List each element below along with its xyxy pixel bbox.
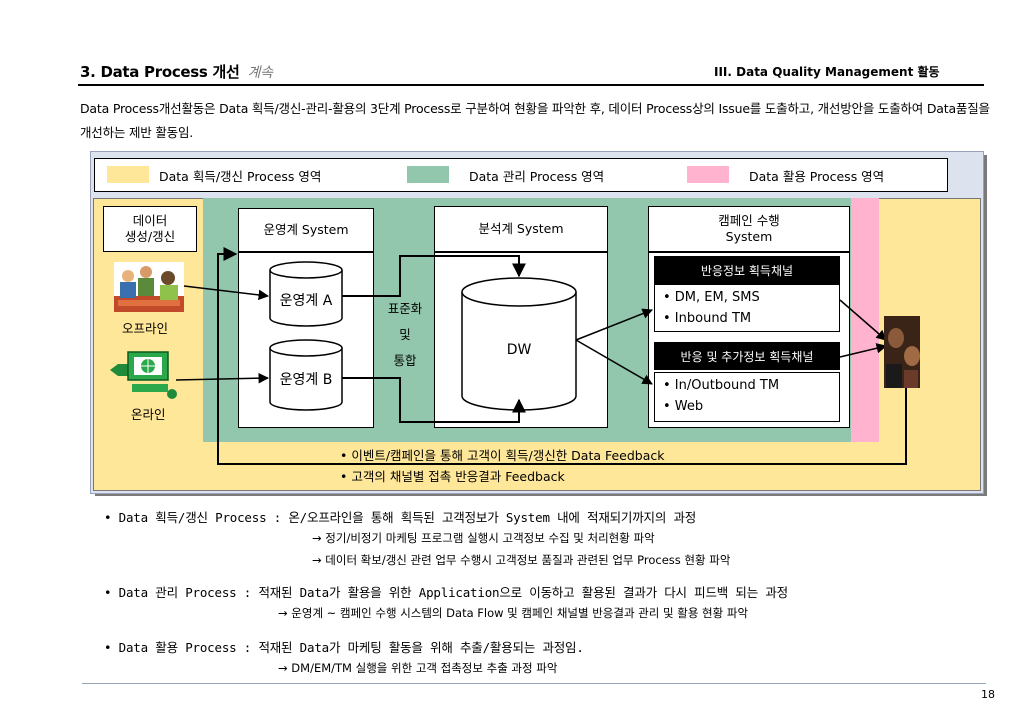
- offline-people-icon: [114, 262, 184, 312]
- feedback-loop-arrow: [217, 247, 907, 465]
- channel1-list: • DM, EM, SMS • Inbound TM: [654, 284, 840, 332]
- channel2-to-customer-arrow: [839, 343, 888, 358]
- customer-photo: [884, 316, 920, 388]
- legend-swatch-manage: [407, 166, 449, 183]
- analysis-system-header: 분석계 System: [434, 206, 608, 252]
- channel2-title: 반응 및 추가정보 획득채널: [654, 342, 840, 370]
- legend-swatch-acquire: [107, 166, 149, 183]
- legend-swatch-use: [687, 166, 729, 183]
- offline-to-ops-arrow: [183, 285, 270, 301]
- online-computer-icon: [110, 351, 177, 399]
- online-to-ops-arrow: [175, 372, 270, 384]
- dw-to-channel2-arrow: [575, 339, 653, 385]
- dw-to-channel1-arrow: [575, 308, 653, 341]
- bullet-use: • Data 활용 Process : 적재된 Data가 마케팅 활동을 위해…: [104, 640, 584, 655]
- legend-label-use: Data 활용 Process 영역: [749, 169, 885, 184]
- dw-label: DW: [507, 342, 532, 358]
- ops-b-cylinder: [269, 339, 343, 411]
- bullet-use-sub: → DM/EM/TM 실행을 위한 고객 접촉정보 추출 과정 파악: [278, 661, 558, 675]
- ops-b-label: 운영계 B: [280, 372, 333, 388]
- channel2-item: • In/Outbound TM: [663, 378, 780, 393]
- feedback1-label: • 이벤트/캠페인을 통해 고객이 획득/갱신한 Data Feedback: [340, 448, 665, 463]
- bullet-acquire-sub: → 데이터 확보/갱신 관련 업무 수행시 고객정보 품질과 관련된 업무 Pr…: [312, 553, 731, 567]
- channel2-list: • In/Outbound TM • Web: [654, 372, 840, 422]
- source-header: 데이터 생성/갱신: [103, 206, 197, 252]
- intro-paragraph: Data Process개선활동은 Data 획득/갱신-관리-활용의 3단계 …: [80, 101, 990, 140]
- bullet-acquire-sub: → 정기/비정기 마케팅 프로그램 실행시 고객정보 수집 및 처리현황 파악: [312, 531, 655, 545]
- channel1-item: • DM, EM, SMS: [663, 290, 760, 305]
- bullet-manage-sub: → 운영계 ~ 캠페인 수행 시스템의 Data Flow 및 캠페인 채널별 …: [278, 606, 749, 620]
- legend-label-manage: Data 관리 Process 영역: [469, 169, 605, 184]
- online-label: 온라인: [131, 407, 166, 422]
- transform-label: 표준화 및 통합: [387, 301, 423, 368]
- feedback2-label: • 고객의 채널별 접촉 반응결과 Feedback: [340, 469, 565, 484]
- dw-cylinder: [461, 277, 577, 411]
- ops-a-cylinder: [269, 261, 343, 327]
- channel2-item: • Web: [663, 399, 704, 414]
- ops-b-to-dw-arrow: [342, 377, 526, 423]
- legend: Data 획득/갱신 Process 영역 Data 관리 Process 영역…: [94, 158, 948, 192]
- ops-a-to-dw-arrow: [342, 255, 526, 297]
- bullet-manage: • Data 관리 Process : 적재된 Data가 활용을 위한 App…: [104, 585, 788, 600]
- footer-rule: [82, 683, 986, 684]
- campaign-system-header: 캠페인 수행 System: [648, 206, 850, 252]
- ops-system-header: 운영계 System: [238, 208, 374, 252]
- bullet-acquire: • Data 획득/갱신 Process : 온/오프라인을 통해 획득된 고객…: [104, 510, 697, 525]
- header-rule: [78, 84, 984, 86]
- offline-label: 오프라인: [122, 321, 169, 336]
- channel1-title: 반응정보 획득채널: [654, 256, 840, 284]
- channel1-item: • Inbound TM: [663, 311, 752, 326]
- use-area: [851, 198, 879, 442]
- page-title-sub: 계속: [247, 65, 273, 81]
- channel1-to-customer-arrow: [839, 299, 887, 341]
- page-number: 18: [981, 688, 995, 701]
- ops-a-label: 운영계 A: [280, 293, 333, 309]
- legend-label-acquire: Data 획득/갱신 Process 영역: [159, 169, 322, 184]
- section-label: III. Data Quality Management 활동: [714, 65, 940, 79]
